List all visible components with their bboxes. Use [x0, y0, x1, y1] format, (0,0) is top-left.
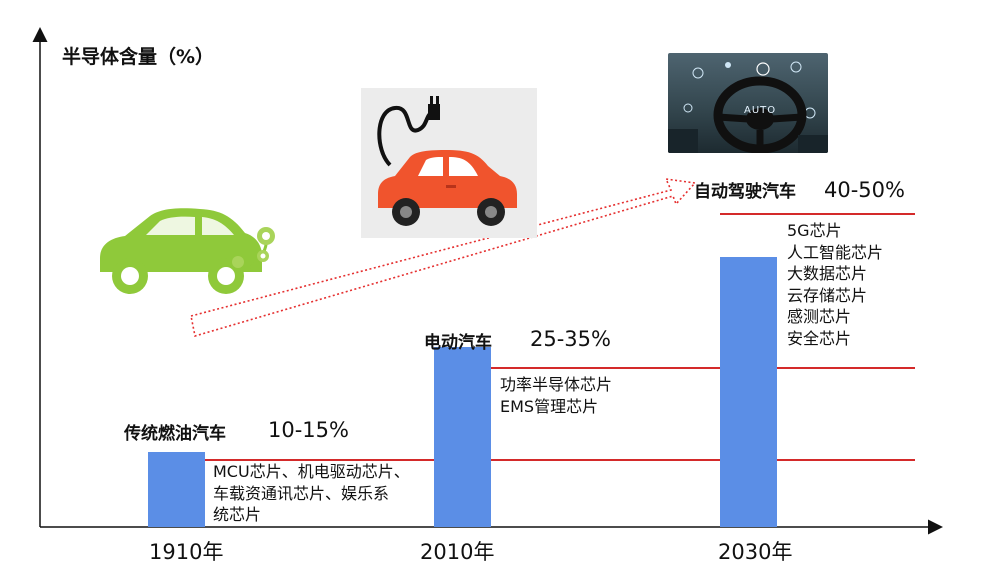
stage-range-autonomous: 40-50% — [824, 178, 905, 202]
chip-item: 人工智能芯片 — [787, 242, 884, 262]
bar-3 — [720, 257, 777, 527]
steering-wheel-icon — [668, 61, 828, 153]
chip-item: 5G芯片 — [787, 221, 842, 240]
bars — [148, 257, 777, 527]
stage-range-ev: 25-35% — [530, 327, 611, 351]
chip-list-ev: 功率半导体芯片 EMS管理芯片 — [500, 374, 612, 417]
chip-item: 云存储芯片 — [787, 285, 868, 305]
chip-item: 感测芯片 — [787, 307, 852, 326]
chip-item: 功率半导体芯片 — [500, 375, 613, 394]
chip-list-gas: MCU芯片、机电驱动芯片、 车载资通讯芯片、娱乐系 统芯片 — [213, 461, 410, 526]
stage-name-autonomous: 自动驾驶汽车 — [694, 182, 796, 202]
x-tick-2030: 2030年 — [718, 540, 793, 564]
chip-list-autonomous: 5G芯片 人工智能芯片 大数据芯片 云存储芯片 感测芯片 安全芯片 — [787, 220, 883, 349]
bar-1 — [148, 452, 205, 527]
gas-car-icon — [100, 208, 275, 294]
stage-name-gas: 传统燃油汽车 — [124, 424, 226, 444]
chip-item: 统芯片 — [213, 505, 262, 524]
bar-2 — [434, 347, 491, 527]
y-axis-label: 半导体含量（%） — [62, 46, 215, 68]
chip-item: MCU芯片、机电驱动芯片、 — [213, 462, 410, 481]
chip-item: 安全芯片 — [787, 328, 852, 348]
chip-item: EMS管理芯片 — [500, 396, 599, 416]
dashboard-auto-text: AUTO — [744, 105, 777, 116]
ev-icon — [361, 88, 537, 238]
chip-item: 大数据芯片 — [787, 264, 868, 283]
stage-range-gas: 10-15% — [268, 418, 349, 442]
x-tick-1910: 1910年 — [149, 540, 224, 564]
x-tick-2010: 2010年 — [420, 540, 495, 564]
chip-item: 车载资通讯芯片、娱乐系 — [213, 483, 390, 503]
stage-name-ev: 电动汽车 — [424, 333, 492, 353]
autonomous-dashboard-photo: AUTO — [668, 53, 828, 153]
